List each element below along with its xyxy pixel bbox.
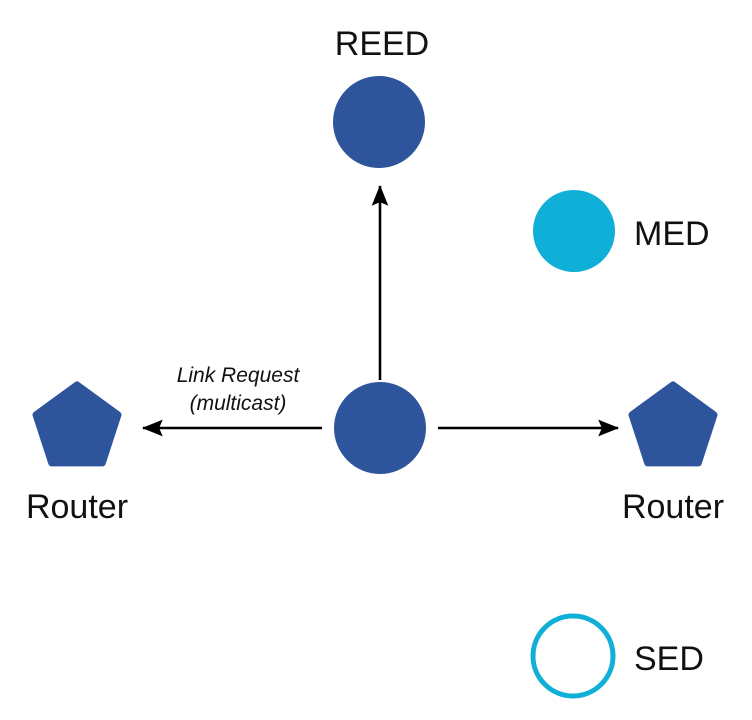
edge-label-layer: Link Request (multicast)	[177, 364, 301, 415]
link-request-label-line2: (multicast)	[190, 392, 287, 415]
node-shape-layer	[32, 76, 718, 699]
node-label-layer: REED MED SED Router Router	[26, 25, 724, 678]
node-sed-label: SED	[634, 640, 704, 678]
node-router-right-shape[interactable]	[628, 381, 718, 467]
node-center-shape[interactable]	[334, 382, 426, 474]
node-router-left-label: Router	[26, 488, 128, 526]
node-sed-shape[interactable]	[530, 613, 616, 699]
link-request-label-line1: Link Request	[177, 364, 301, 387]
node-router-left-shape[interactable]	[32, 381, 122, 467]
node-reed-label: REED	[335, 25, 429, 63]
node-router-right-label: Router	[622, 488, 724, 526]
node-med-label: MED	[634, 215, 710, 253]
node-med-shape[interactable]	[533, 190, 615, 272]
node-reed-shape[interactable]	[333, 76, 425, 168]
edge-layer	[141, 184, 620, 437]
